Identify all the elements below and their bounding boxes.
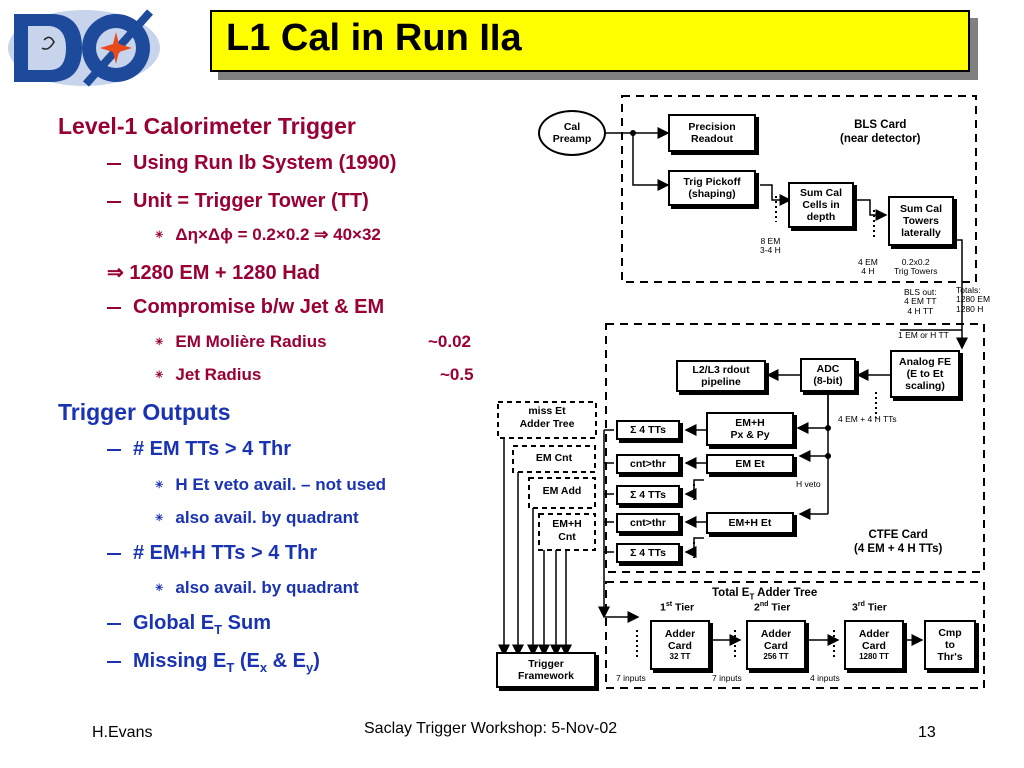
sum-4tts-1: Σ 4 TTs [616,420,680,440]
note-inputs-1: 7 inputs [616,673,646,683]
bullet-trigger-outputs: Trigger Outputs [58,399,231,425]
trig-pickoff: Trig Pickoff (shaping) [668,170,756,206]
note-4em: 4 EM 4 H [858,257,878,277]
em-cnt: EM Cnt [535,452,573,464]
bullet-h-et-veto: ✳H Et veto avail. – not used [155,475,387,494]
footer-author: H.Evans [92,724,153,741]
tier-2: 2nd Tier [754,601,791,614]
bullet-emh-tts: # EM+H TTs > 4 Thr [107,542,317,565]
trigger-framework: Trigger Framework [496,652,596,688]
bullet-compromise: Compromise b/w Jet & EM [107,296,384,319]
l2l3-pipeline: L2/L3 rdout pipeline [676,360,766,392]
bullet-moliere: ✳EM Molière Radius [155,332,327,351]
note-h-veto: H veto [796,479,821,489]
miss-et-adder: miss Et Adder Tree [519,405,575,431]
bullet-quadrant-2: ✳also avail. by quadrant [155,578,359,597]
sum-cal-cells: Sum Cal Cells in depth [788,182,854,228]
note-1em-or-h: 1 EM or H TT [898,330,949,340]
note-8em: 8 EM 3-4 H [760,236,781,256]
cnt-thr-1: cnt>thr [616,454,680,474]
page-title: L1 Cal in Run IIa [226,17,522,59]
footer-event: Saclay Trigger Workshop: 5-Nov-02 [364,720,618,737]
bullet-level1: Level-1 Calorimeter Trigger [58,113,356,139]
ctfe-card-label: CTFE Card (4 EM + 4 H TTs) [854,529,943,556]
total-et-title: Total ET Adder Tree [712,587,818,602]
bullet-moliere-value: ~0.02 [428,332,472,351]
tier-1: 1st Tier [660,601,695,614]
bullet-global-et: Global ET Sum [107,612,271,637]
bullet-em-tts: # EM TTs > 4 Thr [107,438,291,461]
precision-readout: Precision Readout [668,114,756,152]
note-inputs-2: 7 inputs [712,673,742,683]
note-bls-out: BLS out: 4 EM TT 4 H TT [904,287,937,316]
analog-fe: Analog FE (E to Et scaling) [890,350,960,398]
em-et: EM Et [706,454,794,474]
cal-preamp: Cal Preamp [538,110,606,156]
note-trig-towers: 0.2x0.2 Trig Towers [894,257,938,277]
note-totals: Totals: 1280 EM 1280 H [956,285,991,314]
title-box: L1 Cal in Run IIa [210,10,970,72]
emh-et: EM+H Et [706,512,794,534]
bls-card-label: BLS Card (near detector) [840,119,921,146]
note-4em-4h: 4 EM + 4 H TTs [838,414,897,424]
sum-4tts-2: Σ 4 TTs [616,485,680,505]
sum-4tts-3: Σ 4 TTs [616,543,680,563]
note-inputs-3: 4 inputs [810,673,840,683]
bullet-jet-radius: ✳Jet Radius [155,365,262,384]
cnt-thr-2: cnt>thr [616,513,680,533]
cmp-to-thr: Cmp to Thr's [924,620,976,670]
d0-logo [8,9,160,87]
sum-cal-towers: Sum Cal Towers laterally [888,196,954,246]
bullet-run-ib: Using Run Ib System (1990) [107,152,396,175]
bullet-missing-et: Missing ET (Ex & Ey) [107,650,320,675]
bullet-jet-radius-value: ~0.5 [440,365,474,384]
bullet-1280: ⇒ 1280 EM + 1280 Had [107,262,320,284]
bullet-unit-tt: Unit = Trigger Tower (TT) [107,190,369,213]
adc: ADC (8-bit) [800,358,856,392]
footer-page-number: 13 [918,724,936,741]
emh-cnt: EM+H Cnt [552,518,582,544]
em-add: EM Add [542,485,582,497]
emh-pxpy: EM+H Px & Py [706,412,794,446]
tier-3: 3rd Tier [852,601,887,614]
bullet-eta-phi: ✳Δη×Δϕ = 0.2×0.2 ⇒ 40×32 [155,225,381,244]
bullet-quadrant-1: ✳also avail. by quadrant [155,508,359,527]
